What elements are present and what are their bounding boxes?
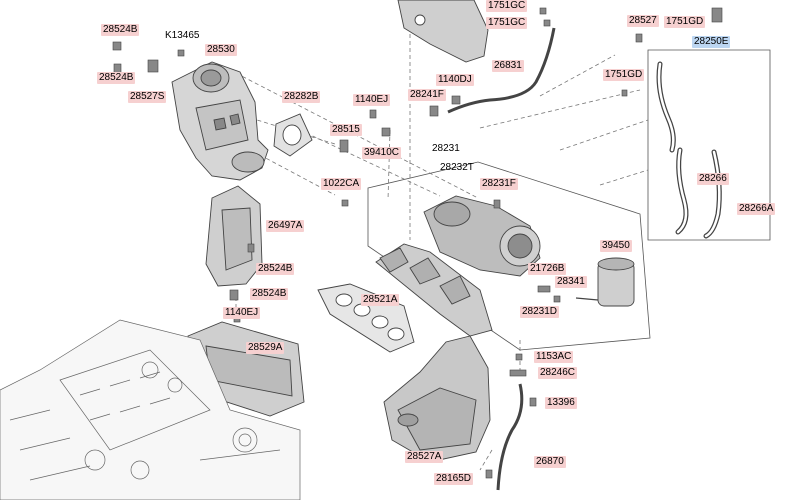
hoses-28250e <box>656 61 722 239</box>
oil-pipe-26870 <box>496 383 524 491</box>
label-1022ca: 1022CA <box>321 178 362 190</box>
label-28341: 28341 <box>555 276 587 288</box>
label-26831: 26831 <box>492 60 524 72</box>
label-28515: 28515 <box>330 124 362 136</box>
label-39450: 39450 <box>600 240 632 252</box>
label-28165d: 28165D <box>434 473 474 485</box>
label-28231f: 28231F <box>480 178 518 190</box>
label-28231: 28231 <box>432 143 460 154</box>
label-21726b: 21726B <box>528 263 567 275</box>
label-28282b: 28282B <box>282 91 321 103</box>
label-k13465: K13465 <box>165 30 200 41</box>
label-28231d: 28231D <box>520 306 560 318</box>
label-39410c: 39410C <box>362 147 402 159</box>
label-26497a: 26497A <box>266 220 305 232</box>
label-1751gc-second: 1751GC <box>486 17 528 29</box>
heat-shield-26497a <box>205 185 263 287</box>
label-28527: 28527 <box>627 15 659 27</box>
label-28266: 28266 <box>697 173 729 185</box>
label-28521a: 28521A <box>361 294 400 306</box>
label-28524b-third: 28524B <box>256 263 295 275</box>
label-1140ej-bottom: 1140EJ <box>223 307 261 319</box>
label-28530: 28530 <box>205 44 237 56</box>
label-28241f: 28241F <box>408 89 446 101</box>
label-28529a: 28529A <box>246 342 285 354</box>
fasteners <box>112 7 723 479</box>
label-28527a: 28527A <box>405 451 444 463</box>
engine-block <box>0 319 301 500</box>
actuator-39450 <box>575 257 635 307</box>
label-1153ac: 1153AC <box>534 351 574 363</box>
label-1140dj: 1140DJ <box>436 74 474 86</box>
label-28524b-top: 28524B <box>101 24 140 36</box>
label-1140ej-top: 1140EJ <box>353 94 391 106</box>
label-28232t: 28232T <box>440 162 474 173</box>
catalytic-converter <box>171 61 269 181</box>
label-28524b-fourth: 28524B <box>250 288 289 300</box>
turbo-manifold <box>375 195 541 337</box>
label-28250e: 28250E <box>692 36 731 48</box>
label-28266a: 28266A <box>737 203 776 215</box>
label-1751gd-top: 1751GD <box>664 16 706 28</box>
label-26870: 26870 <box>534 456 566 468</box>
label-28246c: 28246C <box>538 367 578 379</box>
label-28524b-second: 28524B <box>97 72 136 84</box>
turbo-group-box <box>367 161 651 351</box>
upper-bracket <box>397 0 489 63</box>
label-28527s: 28527S <box>128 91 167 103</box>
label-1751gd-second: 1751GD <box>603 69 645 81</box>
label-13396: 13396 <box>545 397 577 409</box>
oil-pipe-26831 <box>447 27 556 114</box>
label-1751gc-top: 1751GC <box>486 0 528 12</box>
gasket-28282b <box>273 113 313 157</box>
heat-shield-28527a <box>383 335 491 463</box>
hose-group-box <box>647 49 771 241</box>
